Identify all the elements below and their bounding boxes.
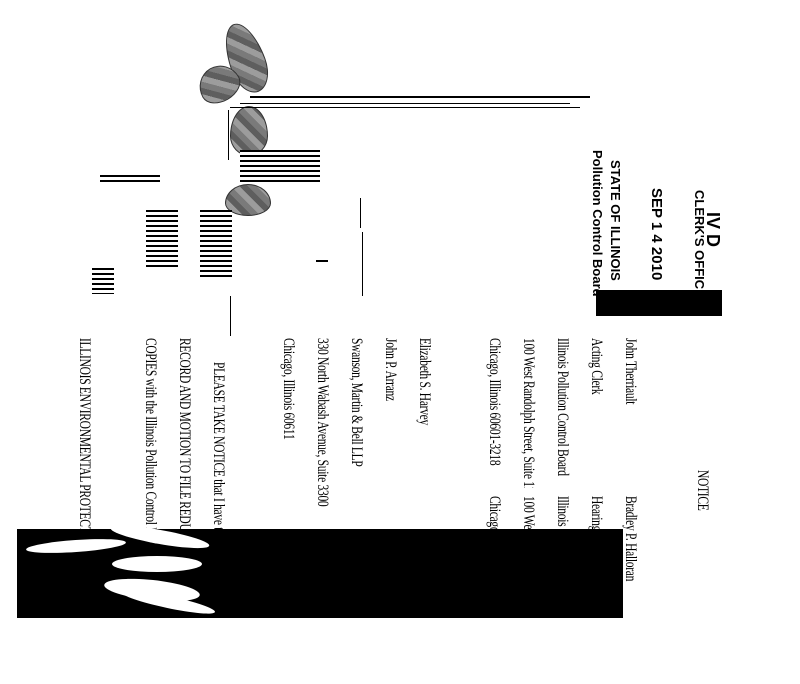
counsel-name2-text: John P. Arranz [382, 338, 399, 401]
notice-title: NOTICE [694, 470, 711, 526]
stamp-graphic-blob [225, 184, 271, 216]
recipient-street-text: 100 West Randolph Street, Suite 11-500 [520, 338, 536, 488]
rule-line [250, 96, 590, 98]
stamp-mark-text: IV D [703, 212, 723, 248]
rule-line [240, 103, 570, 104]
body-line-3: COPIES with the Illinois Pollution Contr… [142, 338, 159, 684]
recipient2-name-text: Bradley P. Halloran [622, 496, 638, 582]
stamp-date-text: SEP 1 4 2010 [648, 188, 665, 281]
body-line-4: ILLINOIS ENVIRONMENTAL PROTECTION AGEN [76, 338, 93, 682]
notice-title-text: NOTICE [694, 470, 711, 511]
counsel-city-text: Chicago, Illinois 60611 [280, 338, 297, 440]
rule-line [316, 260, 328, 262]
recipient-name-text: John Therriault [622, 338, 638, 405]
recipient-title-text: Acting Clerk [588, 338, 604, 395]
counsel-city: Chicago, Illinois 60611 [280, 338, 297, 479]
counsel-street-text: 330 North Wabash Avenue, Suite 3300 [314, 338, 331, 507]
recipient-city-text: Chicago, Illinois 60601-3218 [486, 338, 502, 466]
stamp-board: Pollution Control Board [590, 150, 605, 297]
stamp-mark: IV D [703, 212, 723, 248]
recipient-city: Chicago, Illinois 60601-3218 [486, 338, 502, 488]
scan-artifact [146, 210, 178, 270]
scan-artifact [200, 210, 232, 280]
stamp-board-text: Pollution Control Board [590, 150, 605, 297]
counsel-firm: Swanson, Martin & Bell LLP [348, 338, 365, 516]
recipient-name: John Therriault [622, 338, 638, 488]
scan-artifact [240, 150, 320, 182]
stamp-state-text: STATE OF ILLINOIS [608, 160, 623, 281]
rule-line [228, 110, 229, 160]
stamp-state: STATE OF ILLINOIS [608, 160, 623, 281]
counsel-name2: John P. Arranz [382, 338, 399, 425]
recipient-title: Acting Clerk [588, 338, 604, 488]
scan-artifact [100, 175, 160, 183]
recipient-street: 100 West Randolph Street, Suite 11-500 [520, 338, 536, 488]
scan-artifact [92, 268, 114, 294]
recipient2-name: Bradley P. Halloran [622, 496, 638, 616]
redaction-block [596, 290, 722, 316]
stamp-date: SEP 1 4 2010 [648, 188, 665, 281]
stamp-graphic-blob [230, 106, 268, 156]
signature-stroke [112, 556, 202, 572]
body-line-1-text: PLEASE TAKE NOTICE that I have today [210, 362, 227, 552]
recipient-org: Illinois Pollution Control Board [554, 338, 570, 488]
counsel-firm-text: Swanson, Martin & Bell LLP [348, 338, 365, 467]
rule-line [230, 296, 231, 336]
recipient-org-text: Illinois Pollution Control Board [554, 338, 570, 476]
counsel-name-text: Elizabeth S. Harvey [416, 338, 433, 425]
rule-line [362, 232, 363, 296]
rule-line [230, 107, 580, 108]
rule-line [360, 198, 361, 228]
counsel-name: Elizabeth S. Harvey [416, 338, 433, 459]
